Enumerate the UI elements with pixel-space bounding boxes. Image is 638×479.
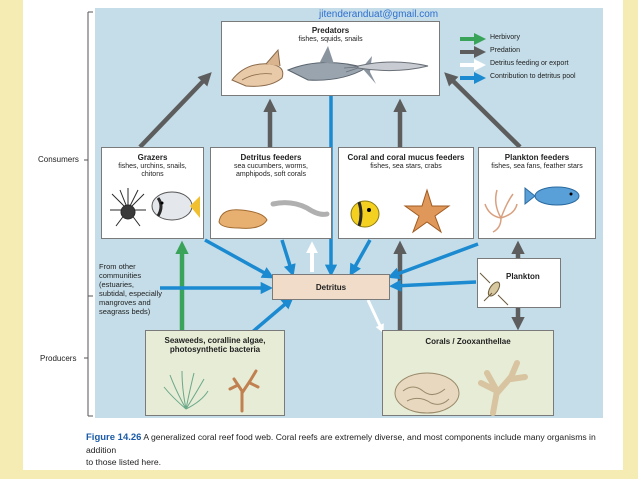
producers-label: Producers: [40, 354, 77, 363]
predators-subtitle: fishes, squids, snails: [298, 36, 363, 43]
legend-contribution: Contribution to detritus pool: [490, 73, 576, 80]
coral-mucus-feeders-subtitle: fishes, sea stars, crabs: [370, 163, 442, 170]
sea-cucumber-icon: [218, 209, 268, 229]
arrow-grazers-to-detritus: [204, 238, 275, 279]
legend: Herbivory Predation Detritus feeding or …: [460, 33, 610, 89]
coral-mucus-feeders-illustration: [350, 188, 451, 234]
detritus-feeders-subtitle-1: sea cucumbers, worms,: [234, 163, 308, 170]
coral-mucus-feeders-title: Coral and coral mucus feeders: [347, 153, 465, 162]
consumers-label: Consumers: [38, 155, 79, 164]
squid-icon: [343, 61, 429, 73]
other-communities-line-4: subtidal, especially: [99, 289, 162, 298]
detritus-feeders-illustration: [218, 200, 330, 229]
arrow-planktonfeeders-to-predators: [444, 72, 522, 149]
detritus-feeders-subtitle-2: amphipods, soft corals: [235, 171, 307, 178]
corals-illustration: [394, 360, 528, 416]
other-communities-label: From other communities (estuaries, subti…: [99, 262, 162, 316]
branching-coral-icon: [478, 360, 528, 416]
plankton-feeders-title: Plankton feeders: [504, 153, 570, 162]
coralline-algae-icon: [228, 369, 260, 413]
seaweeds-title-1: Seaweeds, coralline algae,: [164, 336, 266, 345]
grazers-subtitle-2: chitons: [141, 171, 164, 178]
butterfly-fish-icon: [350, 200, 380, 228]
watermark: jitenderanduat@gmail.com: [319, 9, 439, 20]
feather-star-icon: [484, 189, 518, 233]
corals-box: Corals / Zooxanthellae: [382, 330, 554, 416]
legend-predation: Predation: [490, 47, 520, 54]
copepod-icon: [479, 272, 509, 306]
seaweeds-box: Seaweeds, coralline algae, photosyntheti…: [145, 330, 285, 416]
plankton-feeders-illustration: [484, 186, 580, 233]
predators-title: Predators: [311, 26, 350, 35]
arrow-planktonfeeders-to-detritus: [387, 242, 479, 280]
other-communities-line-6: seagrass beds): [99, 307, 151, 316]
sea-star-icon: [403, 188, 451, 234]
figure-number: Figure 14.26: [86, 432, 142, 443]
legend-herbivory: Herbivory: [490, 34, 520, 41]
legend-detritus-feeding: Detritus feeding or export: [490, 60, 569, 67]
arrow-coralfeeders-to-detritus: [349, 239, 372, 277]
plankton-illustration: [479, 272, 509, 306]
grazer-fish-icon: [151, 191, 200, 221]
seaweeds-illustration: [163, 369, 260, 413]
grazers-illustration: [110, 188, 200, 227]
sea-urchin-icon: [110, 188, 146, 227]
worm-icon: [270, 200, 330, 217]
detritus-title: Detritus: [315, 283, 347, 292]
other-communities-line-3: (estuaries,: [99, 280, 135, 289]
grazers-box: Grazers fishes, urchins, snails, chitons: [101, 147, 204, 239]
plankton-feeders-subtitle: fishes, sea fans, feather stars: [491, 163, 583, 170]
figure-caption: Figure 14.26 A generalized coral reef fo…: [86, 431, 606, 468]
grazers-title: Grazers: [137, 153, 168, 162]
arrow-detritusfeeders-to-detritus: [280, 239, 296, 277]
plankton-box: Plankton: [477, 258, 561, 308]
legend-swatches: [460, 33, 486, 84]
other-communities-line-2: communities: [99, 271, 142, 280]
plankton-feeders-box: Plankton feeders fishes, sea fans, feath…: [478, 147, 596, 239]
plankton-title: Plankton: [506, 272, 540, 281]
detritus-feeders-title: Detritus feeders: [240, 153, 302, 162]
detritus-feeders-box: Detritus feeders sea cucumbers, worms, a…: [210, 147, 332, 239]
seaweed-icon: [163, 370, 209, 410]
arrow-grazers-to-predators: [138, 72, 212, 149]
grazers-subtitle-1: fishes, urchins, snails,: [118, 163, 187, 170]
coral-mucus-feeders-box: Coral and coral mucus feeders fishes, se…: [338, 147, 474, 239]
arrow-detritus-to-corals: [366, 299, 384, 334]
blue-fish-icon: [524, 186, 580, 206]
other-communities-line-1: From other: [99, 262, 136, 271]
predators-illustration: [231, 46, 429, 87]
arrow-plankton-to-detritus: [389, 279, 477, 292]
other-communities-line-5: mangroves and: [99, 298, 151, 307]
caption-line-1: A generalized coral reef food web. Coral…: [86, 432, 596, 455]
detritus-box: Detritus: [272, 274, 390, 300]
predators-box: Predators fishes, squids, snails: [221, 21, 440, 96]
caption-line-2: to those listed here.: [86, 457, 162, 467]
snail-shell-icon: [231, 48, 284, 87]
seaweeds-title-2: photosynthetic bacteria: [169, 345, 261, 354]
corals-title: Corals / Zooxanthellae: [425, 337, 511, 346]
brain-coral-icon: [394, 372, 460, 414]
arrow-seaweeds-to-detritus: [248, 296, 294, 336]
